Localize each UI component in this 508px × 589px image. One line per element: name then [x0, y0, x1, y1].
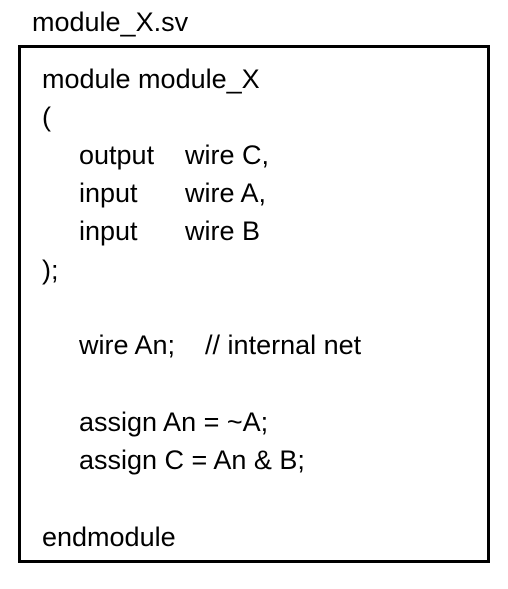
code-box: [18, 45, 490, 563]
file-name-label: module_X.sv: [32, 7, 189, 37]
port-decl-b: wire B: [185, 216, 261, 246]
wire-declaration: wire An; // internal net: [79, 330, 362, 360]
close-paren: );: [42, 255, 59, 285]
module-declaration: module module_X: [42, 64, 260, 94]
assign-an: assign An = ~A;: [79, 407, 269, 437]
port-direction-input-a: input: [79, 178, 138, 208]
port-direction-input-b: input: [79, 216, 138, 246]
port-direction-output: output: [79, 140, 155, 170]
open-paren: (: [42, 102, 51, 132]
endmodule: endmodule: [42, 522, 176, 552]
port-decl-a: wire A,: [185, 178, 267, 208]
assign-c: assign C = An & B;: [79, 445, 305, 475]
port-decl-c: wire C,: [185, 140, 270, 170]
